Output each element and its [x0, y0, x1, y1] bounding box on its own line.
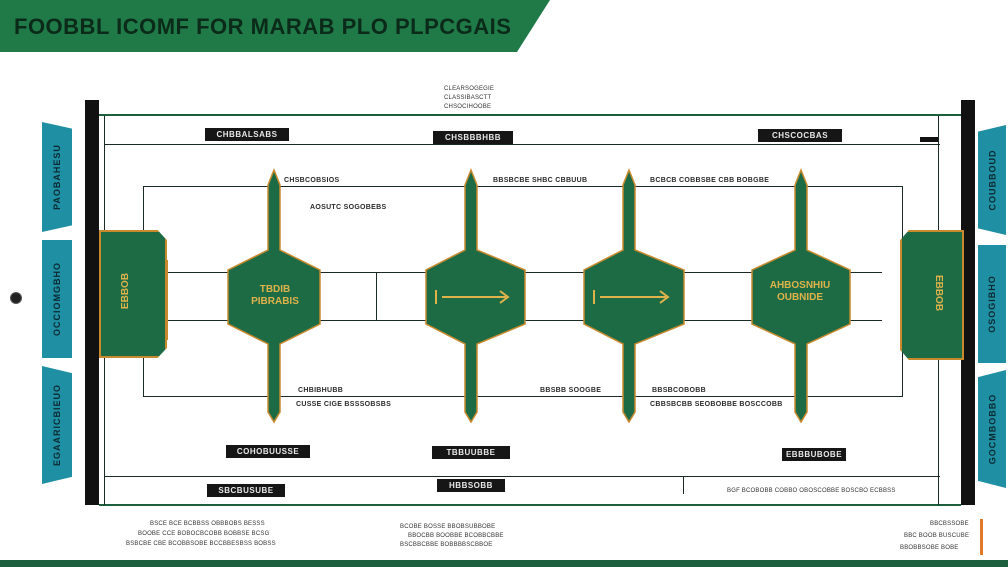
field-inner-top-line [104, 144, 940, 145]
field-top-line [99, 114, 961, 116]
lower-label: CHBIBHUBB [298, 387, 344, 394]
arrow-3 [593, 290, 670, 304]
header-note: CLASSIBASCTT [444, 95, 492, 101]
footer-right-line: BBOBBSOBE BOBE [900, 545, 959, 551]
footer-left-line: BSBCBE CBE BCOBBSOBE BCCBBESBSS BOBSS [126, 541, 276, 547]
side-tab-right-bot: GOCMBOBBO [978, 370, 1006, 488]
inner-label: CHSBCOBSIOS [284, 177, 340, 184]
label-bottom-center: TBBUUBBE [432, 446, 510, 459]
footer-center-line: BCOBE BOSSE BBOBSUBBOBE [400, 524, 496, 530]
side-tab-left-top: PAOBAHESU [42, 122, 72, 232]
side-tab-right-mid: OSOGIBHO [978, 245, 1006, 363]
footer-center-line: BBOCBB BOOBBE BCOBBCBBE [408, 533, 504, 539]
footer-right-line: BBC BOOB BUSCUBE [904, 533, 970, 539]
side-tab-left-bot: EGAARICBIEUO [42, 366, 72, 484]
page-title: FOOBBL ICOMF FOR MARAB PLO PLPCGAIS [14, 14, 512, 39]
label-base-right: BGF BCOBOBB COBBO OBOSCOBBE BOSCBO ECBBS… [727, 488, 896, 494]
block-4-text: AHBOSNHIU OUBNIDE [769, 280, 831, 303]
arrow-2 [435, 290, 510, 304]
inner-label: BCBCB COBBSBE CBB BOBGBE [650, 177, 770, 184]
lower-label: CUSSE CIGE BSSSOBSBS [296, 401, 392, 408]
small-marker [920, 137, 938, 142]
inner-box-top [143, 186, 903, 187]
inner-box-bottom [143, 396, 903, 397]
lower-label: BBSBCOBOBB [652, 387, 706, 394]
header-note: CHSOCIHOOBE [444, 104, 492, 110]
lower-label: CBBSBCBB SEOBOBBE BOSCCOBB [650, 401, 783, 408]
field-bottom-line [99, 504, 961, 506]
label-top-right: CHSCOCBAS [758, 129, 842, 142]
block-1-text: TBDIB PIBRABIS [251, 284, 299, 307]
footer-accent-bar [980, 519, 983, 555]
right-goal-box [900, 230, 964, 360]
left-goal-post [85, 100, 99, 505]
label-top-center: CHSBBBHBB [433, 131, 513, 144]
left-goal-accent [167, 260, 168, 340]
inner-label: BBSBCBE SHBC CBBUUB [493, 177, 588, 184]
right-goal-post [961, 100, 975, 505]
marker-1 [227, 167, 321, 424]
bottom-divider [683, 476, 684, 494]
label-base-center: HBBSOBB [437, 479, 505, 492]
footer-right-line: BBCBSSOBE [930, 521, 969, 527]
side-tab-right-top: COUBBOUD [978, 125, 1006, 235]
footer-center-line: BSCBBCBBE BOBBBBSCBBOE [400, 542, 493, 548]
label-bottom-left: COHOBUUSSE [226, 445, 310, 458]
left-goal-box [99, 230, 167, 358]
footer-left-line: BOOBE CCE BOBOCBCOBB BOBBSE BCSG [138, 531, 270, 537]
footer-left-line: BSCE BCE BCBBSS OBBBOBS BESSS [150, 521, 265, 527]
ball-icon [10, 292, 22, 304]
marker-4 [751, 167, 851, 424]
mid-divider [376, 272, 377, 321]
inner-label: AOSUTC SOGOBEBS [310, 204, 387, 211]
lower-label: BBSBB SOOGBE [540, 387, 602, 394]
side-tab-left-mid: OCCIOMGBHO [42, 240, 72, 358]
title-banner [0, 0, 550, 52]
label-bottom-right: EBBBUBOBE [782, 448, 846, 461]
header-note: CLEARSOGEGIE [444, 86, 495, 92]
field-inner-bottom-line [104, 476, 940, 477]
label-base-left: SBCBUSUBE [207, 484, 285, 497]
label-top-left: CHBBALSABS [205, 128, 289, 141]
bottom-bar [0, 560, 1008, 567]
